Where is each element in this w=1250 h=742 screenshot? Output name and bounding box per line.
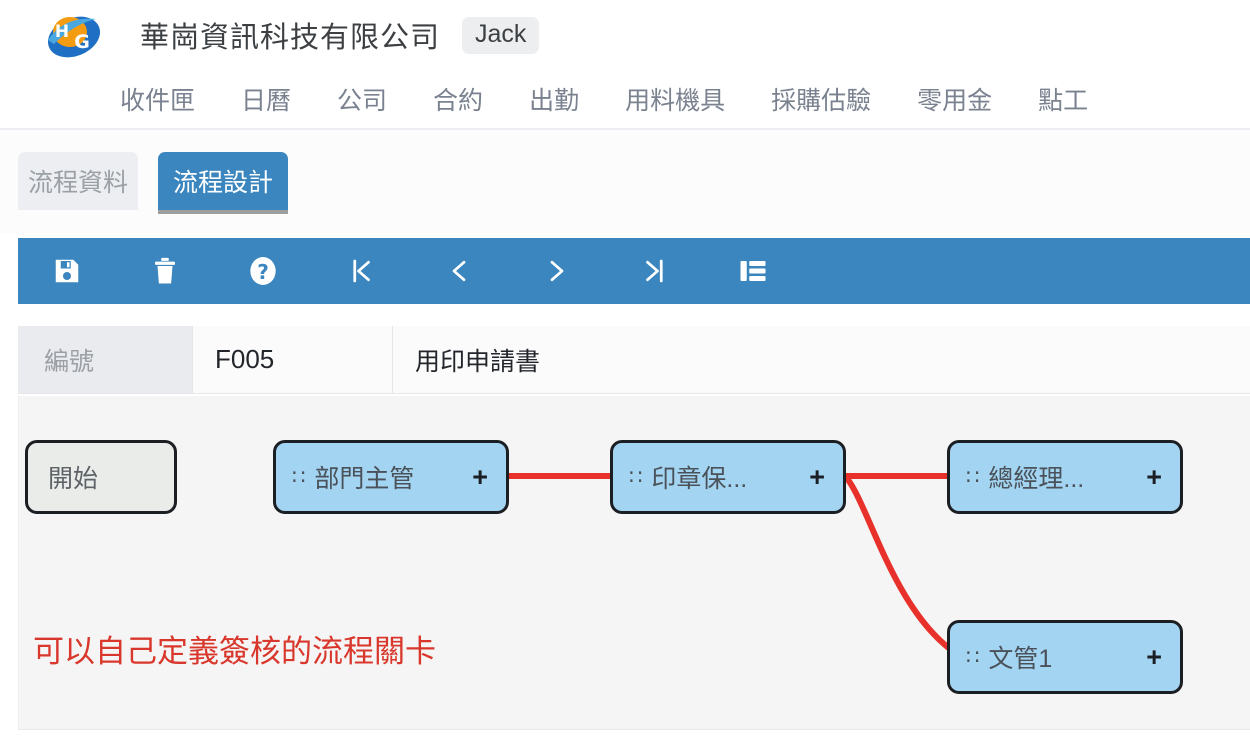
tab-process-data[interactable]: 流程資料 [18,152,138,210]
drag-handle-icon[interactable]: ∷ [966,465,981,489]
previous-record-button[interactable] [410,238,508,304]
app-header: H G 華崗資訊科技有限公司 Jack [0,0,1250,70]
list-view-icon [738,256,768,286]
save-button[interactable] [18,238,116,304]
user-badge[interactable]: Jack [462,16,540,54]
action-toolbar: ? [18,238,1250,304]
flow-node-seal-keeper[interactable]: ∷ 印章保... + [610,440,846,514]
help-button[interactable]: ? [214,238,312,304]
help-icon: ? [247,255,279,287]
flow-node-doc-control-1-label: 文管1 [988,645,1053,673]
annotation-text: 可以自己定義簽核的流程關卡 [33,634,436,669]
tab-strip: 流程資料 流程設計 [0,130,1250,233]
last-page-icon [640,256,670,286]
hg-globe-logo-icon: H G [38,9,110,61]
drag-handle-icon[interactable]: ∷ [966,645,981,669]
svg-text:H: H [55,22,69,42]
nav-item-company[interactable]: 公司 [337,87,388,115]
flow-node-general-manager-label: 總經理... [988,465,1085,493]
nav-item-calendar[interactable]: 日曆 [241,87,292,115]
first-page-icon [346,256,376,286]
flow-node-start[interactable]: 開始 [25,440,177,514]
nav-item-petty-cash[interactable]: 零用金 [917,87,993,115]
svg-text:G: G [74,31,90,53]
nav-item-inbox[interactable]: 收件匣 [120,87,196,115]
record-code-label: 編號 [18,326,192,393]
drag-handle-icon[interactable]: ∷ [292,465,307,489]
first-record-button[interactable] [312,238,410,304]
flow-node-dept-manager-label: 部門主管 [314,465,415,493]
tab-process-design[interactable]: 流程設計 [158,152,288,210]
add-node-button-dept-manager[interactable]: + [472,461,488,492]
delete-button[interactable] [116,238,214,304]
trash-icon [150,256,180,286]
drag-handle-icon[interactable]: ∷ [629,465,644,489]
svg-text:?: ? [257,260,269,284]
add-node-button-doc-control-1[interactable]: + [1146,641,1162,672]
nav-item-contract[interactable]: 合約 [433,87,484,115]
nav-item-day-labor[interactable]: 點工 [1038,87,1089,115]
last-record-button[interactable] [606,238,704,304]
add-node-button-seal-keeper[interactable]: + [809,461,825,492]
main-nav: 收件匣 日曆 公司 合約 出勤 用料機具 採購估驗 零用金 點工 [0,70,1250,128]
company-name: 華崗資訊科技有限公司 [140,22,441,54]
flow-node-start-label: 開始 [48,465,99,493]
flow-node-general-manager[interactable]: ∷ 總經理... + [947,440,1183,514]
record-title-value[interactable]: 用印申請書 [392,326,1250,393]
record-header-row: 編號 F005 用印申請書 [18,326,1250,394]
previous-page-icon [444,256,474,286]
nav-item-procurement-inspection[interactable]: 採購估驗 [771,87,872,115]
save-icon [52,256,82,286]
list-view-button[interactable] [704,238,802,304]
flow-node-seal-keeper-label: 印章保... [651,465,748,493]
add-node-button-general-manager[interactable]: + [1146,461,1162,492]
next-record-button[interactable] [508,238,606,304]
header-divider [0,128,1250,130]
record-code-value[interactable]: F005 [192,326,392,393]
nav-item-materials-equipment[interactable]: 用料機具 [625,87,726,115]
flow-canvas[interactable]: 開始 ∷ 部門主管 + ∷ 印章保... + ∷ 總經理... + ∷ 文管1 … [18,396,1250,730]
next-page-icon [542,256,572,286]
nav-item-attendance[interactable]: 出勤 [529,87,580,115]
flow-node-doc-control-1[interactable]: ∷ 文管1 + [947,620,1183,694]
flow-node-dept-manager[interactable]: ∷ 部門主管 + [273,440,509,514]
